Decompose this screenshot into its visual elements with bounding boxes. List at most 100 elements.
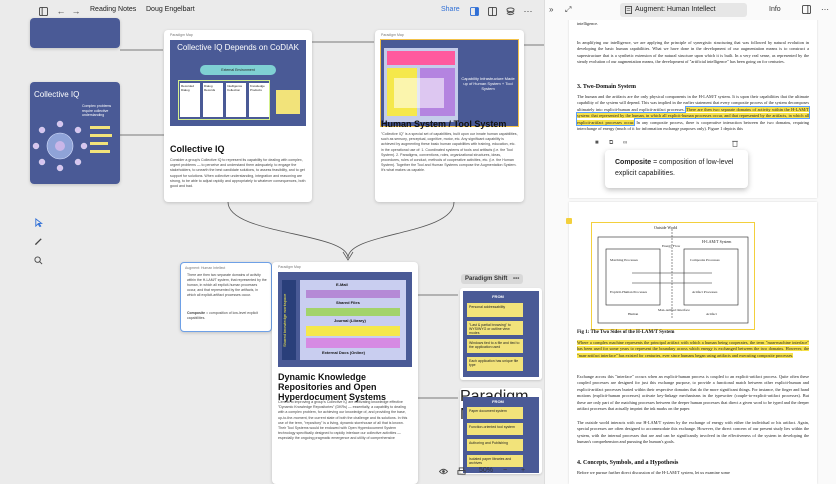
selection-outline — [380, 39, 519, 127]
zoom-bar: 50% − + — [433, 466, 539, 480]
highlight-toolbar: ■ ⧉ ∞ — [595, 140, 740, 150]
svg-text:Man-Artifact Interface: Man-Artifact Interface — [658, 308, 690, 312]
card-human-system[interactable]: Paradigm Map Capability Infrastructure M… — [375, 30, 524, 202]
trash-icon[interactable] — [732, 140, 738, 149]
figure-diagram: Outside World H-LAM/T System Energy Flow… — [597, 225, 749, 324]
paragraph: Exchange across this "interface" occurs … — [577, 374, 809, 412]
card-dkr[interactable]: Paradigm Map Shared knowledge workspace … — [272, 262, 418, 484]
slide-thumbnail: Shared knowledge workspace E-Mail Shared… — [278, 272, 412, 367]
reader-toolbar: » ⤢ Augment: Human Intellect Info ⋯ — [545, 0, 836, 20]
share-button[interactable]: Share — [441, 6, 460, 13]
note-card[interactable]: Augment: Human Intellect There are then … — [180, 262, 272, 332]
forward-icon[interactable]: → — [71, 6, 81, 16]
slide-title: Collective IQ Depends on CoDIAK — [177, 43, 299, 52]
mini-card-1[interactable]: FROM Personal addressability "Last & par… — [460, 288, 542, 380]
canvas-panel: ← → Reading Notes Doug Engelbart Share ⋯ — [0, 0, 544, 484]
card-heading: Collective IQ — [170, 144, 225, 154]
slide-card-partial-top[interactable] — [30, 18, 120, 48]
back-icon[interactable]: ← — [56, 6, 66, 16]
card-tag: Paradigm Map — [278, 265, 301, 269]
highlight[interactable]: Where a complex machine represents the p… — [577, 340, 809, 358]
zoom-out-button[interactable]: − — [503, 467, 508, 474]
figure-handle[interactable] — [566, 218, 572, 224]
slide-thumbnail: Collective IQ Depends on CoDIAK External… — [170, 40, 306, 126]
slide-sub-label: External Environment — [200, 65, 276, 75]
search-icon[interactable] — [34, 256, 46, 268]
figure-selection[interactable]: Outside World H-LAM/T System Energy Flow… — [591, 222, 755, 330]
col-box: Intelligence Collection — [226, 83, 246, 117]
section-heading: 3. Two-Domain System — [577, 84, 636, 90]
layout-icon[interactable] — [467, 4, 481, 18]
zoom-in-button[interactable]: + — [521, 467, 526, 474]
concurrency-box — [276, 90, 300, 114]
expand-icon[interactable]: ⤢ — [565, 5, 572, 14]
card-collective-iq[interactable]: Paradigm Map Collective IQ Depends on Co… — [164, 30, 312, 202]
grid-icon[interactable] — [485, 4, 499, 18]
stack-icon[interactable] — [503, 4, 517, 18]
slide-thumbnail: FROM Paper document system Function-orie… — [463, 397, 539, 473]
reader-tab[interactable]: Augment: Human Intellect — [620, 3, 747, 17]
note-composite: Composite = composition of low-level exp… — [187, 311, 258, 321]
slide-thumbnail: FROM Personal addressability "Last & par… — [463, 291, 539, 377]
mini-card-2[interactable]: Paradigm Map FROM Paper document system … — [460, 388, 542, 474]
svg-text:Artifact Processes: Artifact Processes — [692, 290, 718, 294]
link-icon[interactable]: ∞ — [623, 140, 628, 146]
paradigm-label[interactable]: Paradigm Shift ••• — [461, 274, 524, 284]
paragraph: The human and the artifacts are the only… — [576, 94, 810, 132]
col-box: Dialog Records — [203, 83, 223, 117]
slide-thumbnail: Collective IQ Complex problems require c… — [30, 82, 120, 184]
col-box: Recorded Dialog — [180, 83, 200, 117]
breadcrumb-title[interactable]: Reading Notes — [90, 6, 137, 13]
sidebar-icon[interactable] — [36, 4, 50, 18]
slide-caption: Capability Infrastructure Made up of Hum… — [461, 76, 515, 92]
card-body: Central to improving a group's Collectiv… — [278, 400, 408, 441]
svg-text:Matching Processes: Matching Processes — [610, 258, 639, 262]
svg-text:Composite Processes: Composite Processes — [690, 258, 720, 262]
slide-note: Complex problems require collective unde… — [82, 104, 112, 118]
collapse-icon[interactable]: » — [549, 5, 554, 14]
paragraph: In amplifying our intelligence, we are a… — [577, 40, 809, 65]
card-tag: Paradigm Map — [381, 33, 404, 37]
paragraph: Before we pursue further direct discussi… — [577, 470, 730, 475]
breadcrumb-author[interactable]: Doug Engelbart — [146, 6, 195, 13]
card-body: "Collective IQ" is a special set of capa… — [381, 132, 518, 173]
more-icon[interactable]: ⋯ — [821, 5, 829, 14]
eye-icon[interactable] — [438, 467, 449, 478]
section-heading: 4. Concepts, Symbols, and a Hypothesis — [577, 460, 679, 466]
more-icon[interactable]: ••• — [513, 276, 520, 282]
color-swatch-icon[interactable]: ■ — [595, 140, 599, 146]
system-diagram — [384, 48, 458, 122]
slide-thumbnail — [30, 18, 120, 48]
print-icon[interactable] — [457, 467, 466, 478]
more-icon[interactable]: ⋯ — [523, 5, 533, 16]
copy-icon[interactable]: ⧉ — [609, 140, 614, 146]
pointer-icon[interactable] — [34, 217, 46, 230]
network-diagram — [32, 120, 112, 172]
stack-diagram: E-Mail Shared Files Journal (Library) Ex… — [300, 280, 406, 360]
canvas-toolbar: ← → Reading Notes Doug Engelbart Share ⋯ — [0, 0, 544, 22]
card-heading: Human System / Tool System — [381, 119, 507, 129]
note-text: There are then two separate domains of a… — [187, 273, 267, 298]
slide-title: Collective IQ — [34, 90, 80, 99]
card-tag: Augment: Human Intellect — [185, 266, 226, 270]
paragraph: Where a complex machine represents the p… — [577, 340, 809, 359]
highlight-note-popup[interactable]: Composite = composition of low-level exp… — [605, 150, 748, 188]
card-body: Consider a group's Collective IQ to repr… — [170, 158, 306, 189]
info-button[interactable]: Info — [769, 6, 781, 13]
paradigm-shift-group[interactable]: Paradigm Shift ••• FROM Personal address… — [458, 274, 544, 474]
slide-card-collective-iq-left[interactable]: Collective IQ Complex problems require c… — [30, 82, 120, 184]
figure-caption: Fig 1: The Two Sides of the H-LAM/T Syst… — [577, 330, 675, 335]
card-heading: Dynamic Knowledge Repositories and Open … — [278, 372, 387, 402]
codiak-box — [178, 80, 270, 120]
svg-text:Explicit-Human Processes: Explicit-Human Processes — [610, 290, 648, 294]
col-box: Knowledge Products — [249, 83, 269, 117]
pen-icon[interactable] — [34, 237, 46, 249]
document-page-2: Outside World H-LAM/T System Energy Flow… — [566, 202, 817, 484]
svg-text:Outside World: Outside World — [654, 225, 677, 230]
svg-text:Energy Flow: Energy Flow — [662, 244, 681, 248]
sidebar-icon[interactable] — [802, 4, 811, 16]
reader-panel: » ⤢ Augment: Human Intellect Info ⋯ the … — [544, 0, 836, 484]
zoom-level[interactable]: 50% — [479, 467, 494, 474]
svg-text:Human: Human — [628, 312, 639, 316]
